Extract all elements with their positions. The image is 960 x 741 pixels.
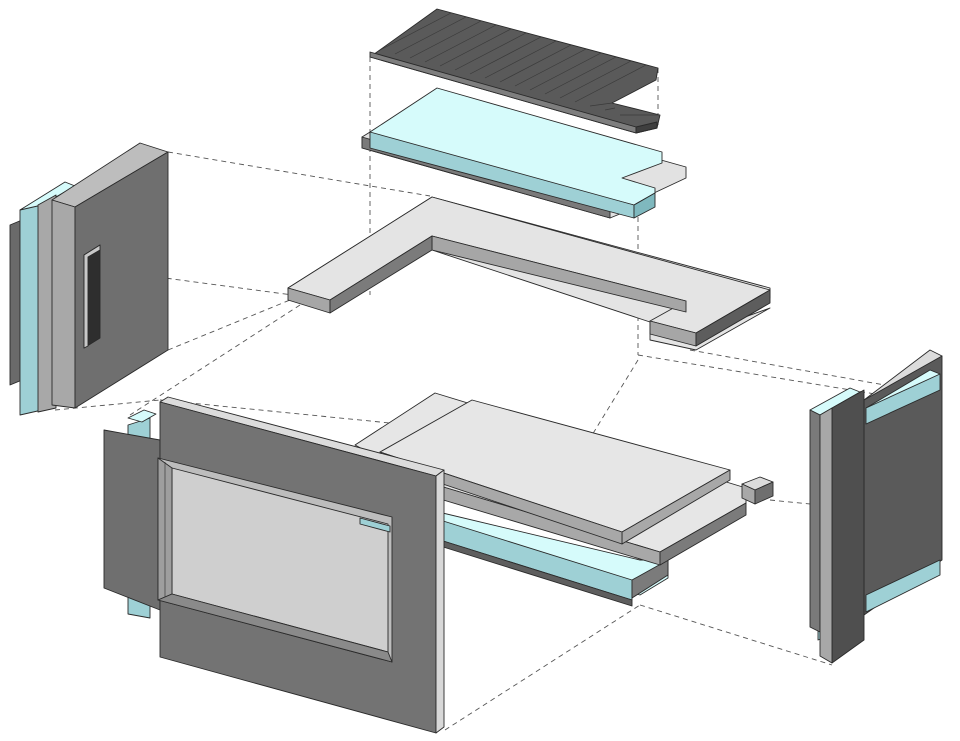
ring-beam-left-inner [329, 235, 433, 314]
roof-cladding-grooves [379, 12, 660, 116]
right-wall-panel [809, 349, 943, 664]
guide-floor-front [444, 604, 641, 731]
floor-end-block-side [754, 481, 774, 505]
right-wall-insulation-bottom [865, 559, 941, 613]
front-wall-panel [103, 396, 445, 734]
guide-left-wall-mid [167, 299, 291, 351]
roof-cladding [369, 8, 661, 134]
left-wall-face [74, 151, 169, 409]
front-wall-insulation-cap [127, 409, 157, 423]
right-wall-outer-edge [809, 409, 821, 633]
ring-beam-right-side [695, 289, 771, 347]
left-wall-mid-layer [37, 194, 57, 413]
front-wall-back-layer [103, 429, 161, 611]
right-wall-edge [819, 407, 833, 664]
front-wall-side-edge [435, 469, 445, 734]
ring-beam [287, 196, 771, 351]
guide-floor-right [639, 604, 833, 666]
guide-left-wall-top [167, 151, 431, 197]
floor-insulation-end [631, 559, 669, 599]
roof-insulation-slab [361, 87, 687, 219]
left-wall-edge [51, 199, 76, 409]
right-wall-insulation-strip [865, 373, 941, 425]
roof-cladding-end [635, 121, 658, 134]
right-wall-front-face [831, 389, 865, 664]
guide-beam-front [129, 304, 301, 416]
window-sill [157, 593, 393, 663]
left-wall-window-reveal [83, 244, 101, 349]
window-insulation-strip [359, 517, 391, 533]
roof-insulation-end [633, 192, 656, 219]
floor-slab-side [659, 502, 747, 566]
guide-left-wall-side [14, 257, 331, 301]
left-wall-panel [9, 142, 169, 416]
